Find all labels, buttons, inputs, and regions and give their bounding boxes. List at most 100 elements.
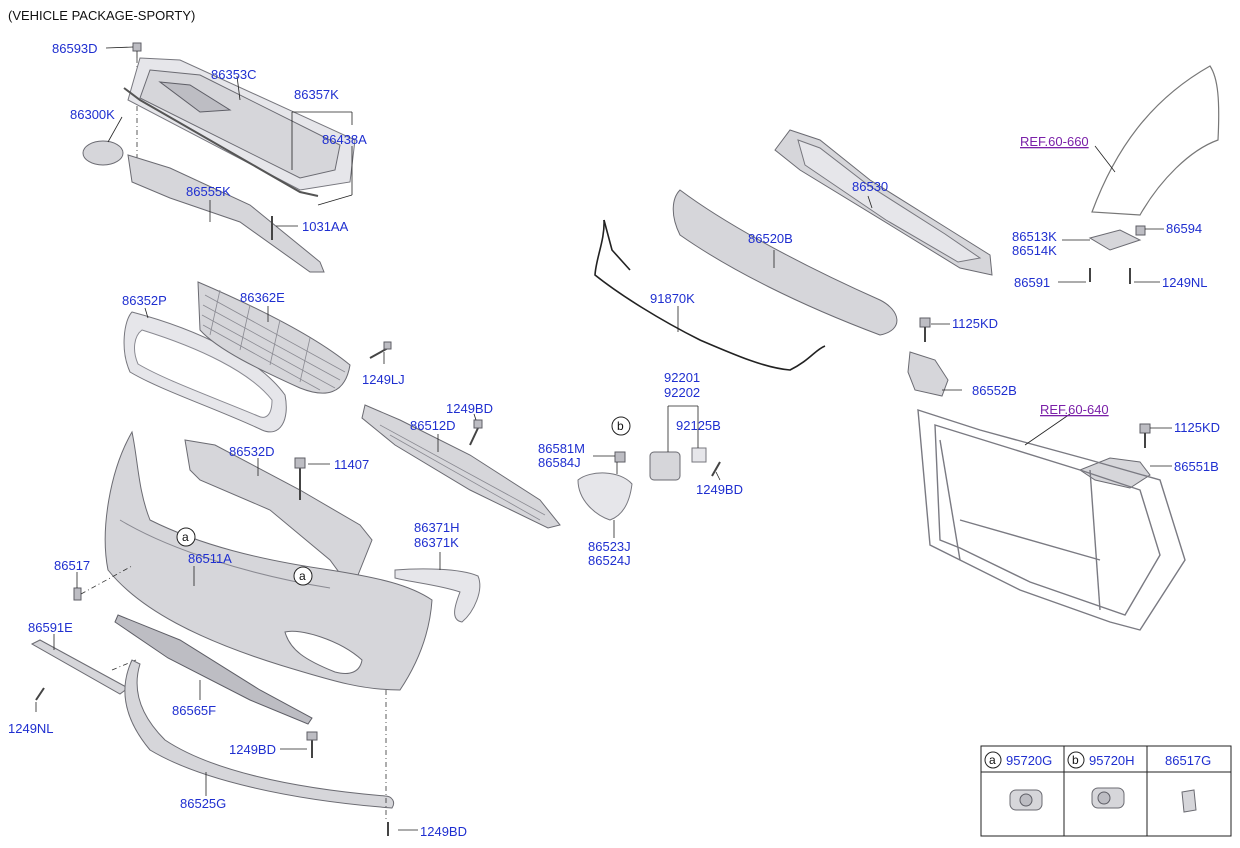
bolt-86593D [132, 42, 142, 58]
callout-a-1: a [176, 527, 196, 547]
label-86565F: 86565F [172, 703, 216, 718]
bumper-cover-86511A [104, 430, 433, 691]
legend-clip-icon [1181, 789, 1197, 813]
ref-60-660: REF.60-660 [1020, 134, 1089, 149]
legend-a-letter: a [989, 753, 996, 767]
label-86584J: 86584J [538, 455, 581, 470]
label-86514K: 86514K [1012, 243, 1057, 258]
clip-86517 [73, 587, 82, 601]
label-92202: 92202 [664, 385, 700, 400]
beam-86530 [774, 129, 993, 276]
legend-table: a 95720G b 95720H 86517G [980, 745, 1232, 837]
label-86523J: 86523J [588, 539, 631, 554]
label-86352P: 86352P [122, 293, 167, 308]
label-86532D: 86532D [229, 444, 275, 459]
bracket-86552B [907, 351, 949, 397]
screw-1249LJ [369, 341, 392, 359]
label-1125KD-b: 1125KD [1174, 420, 1220, 435]
strip-86357K [123, 87, 319, 197]
svg-text:a: a [299, 569, 306, 583]
label-1249BD-a: 1249BD [446, 401, 493, 416]
fog-bracket-86523J [577, 472, 633, 521]
legend-b-letter: b [1072, 753, 1079, 767]
label-1125KD-a: 1125KD [952, 316, 998, 331]
label-86525G: 86525G [180, 796, 226, 811]
fog-garnish-86371H [394, 568, 481, 623]
label-86353C: 86353C [211, 67, 257, 82]
label-1031AA: 1031AA [302, 219, 349, 234]
legend-c-part: 86517G [1165, 753, 1211, 768]
callout-a-2: a [293, 566, 313, 586]
label-86520B: 86520B [748, 231, 793, 246]
legend-a-circle [984, 751, 1002, 769]
screw-1249NL-a [35, 687, 45, 701]
bracket-86551B [1078, 457, 1151, 489]
dashline-86591E [111, 659, 137, 671]
label-1249NL-a: 1249NL [8, 721, 54, 736]
label-1249BD-b: 1249BD [229, 742, 276, 757]
absorber-86520B [672, 189, 898, 336]
fender-outline [1091, 65, 1220, 216]
lip-86525G [124, 659, 395, 809]
label-86524J: 86524J [588, 553, 631, 568]
garnish-86352P-inner [134, 329, 273, 418]
bolt-1125KD-b [1139, 423, 1151, 448]
upper-panel-86353C [127, 57, 356, 191]
label-92125B: 92125B [676, 418, 721, 433]
label-86581M: 86581M [538, 441, 585, 456]
label-86357K: 86357K [294, 87, 339, 102]
label-86371K: 86371K [414, 535, 459, 550]
label-86552B: 86552B [972, 383, 1017, 398]
dashline-86517 [80, 565, 133, 595]
label-86513K: 86513K [1012, 229, 1057, 244]
emblem-86300K [82, 140, 124, 166]
grille-86362E [197, 281, 351, 394]
bracket-86513K [1088, 229, 1142, 251]
label-86551B: 86551B [1174, 459, 1219, 474]
label-86511A: 86511A [188, 551, 232, 566]
label-86371H: 86371H [414, 520, 460, 535]
legend-sensor-a-icon [1009, 789, 1043, 811]
strip-86565F [114, 614, 313, 725]
variant-title: (VEHICLE PACKAGE-SPORTY) [8, 8, 195, 23]
legend-a-part: 95720G [1006, 753, 1052, 768]
molding-86555K [127, 154, 325, 273]
label-86594: 86594 [1166, 221, 1202, 236]
callout-b: b [611, 416, 631, 436]
fog-lamp-92201 [649, 451, 681, 481]
bulb-92125B [691, 447, 707, 463]
lower-grille-86512D [361, 404, 561, 529]
label-86591: 86591 [1014, 275, 1050, 290]
plate-86591E [30, 639, 129, 695]
label-1249NL-b: 1249NL [1162, 275, 1208, 290]
nut-86594 [1135, 225, 1146, 236]
label-86555K: 86555K [186, 184, 231, 199]
label-86362E: 86362E [240, 290, 285, 305]
label-91870K: 91870K [650, 291, 695, 306]
bolt-11407 [294, 457, 306, 500]
wiring-91870K-branch [603, 219, 631, 271]
svg-text:a: a [182, 530, 189, 544]
bolt-1249BD-b [306, 731, 318, 758]
label-86517: 86517 [54, 558, 90, 573]
label-86593D: 86593D [52, 41, 98, 56]
label-11407: 11407 [334, 457, 369, 472]
label-86300K: 86300K [70, 107, 115, 122]
part-labels: 86593D 86353C 86357K 86438A 86300K 86555… [8, 41, 1220, 839]
bolt-1125KD-a [919, 317, 931, 342]
legend-b-part: 95720H [1089, 753, 1135, 768]
label-86591E: 86591E [28, 620, 73, 635]
legend-sensor-b-icon [1091, 787, 1125, 809]
radiator-support-frame [917, 409, 1186, 631]
label-92201: 92201 [664, 370, 700, 385]
wiring-91870K [594, 219, 826, 371]
label-1249BD-d: 1249BD [696, 482, 743, 497]
bolt-1249BD-d [711, 461, 721, 477]
label-86512D: 86512D [410, 418, 456, 433]
svg-text:b: b [617, 419, 624, 433]
label-86530: 86530 [852, 179, 888, 194]
label-1249BD-c: 1249BD [420, 824, 467, 839]
leader-lines [35, 46, 1172, 831]
label-86438A: 86438A [322, 132, 367, 147]
